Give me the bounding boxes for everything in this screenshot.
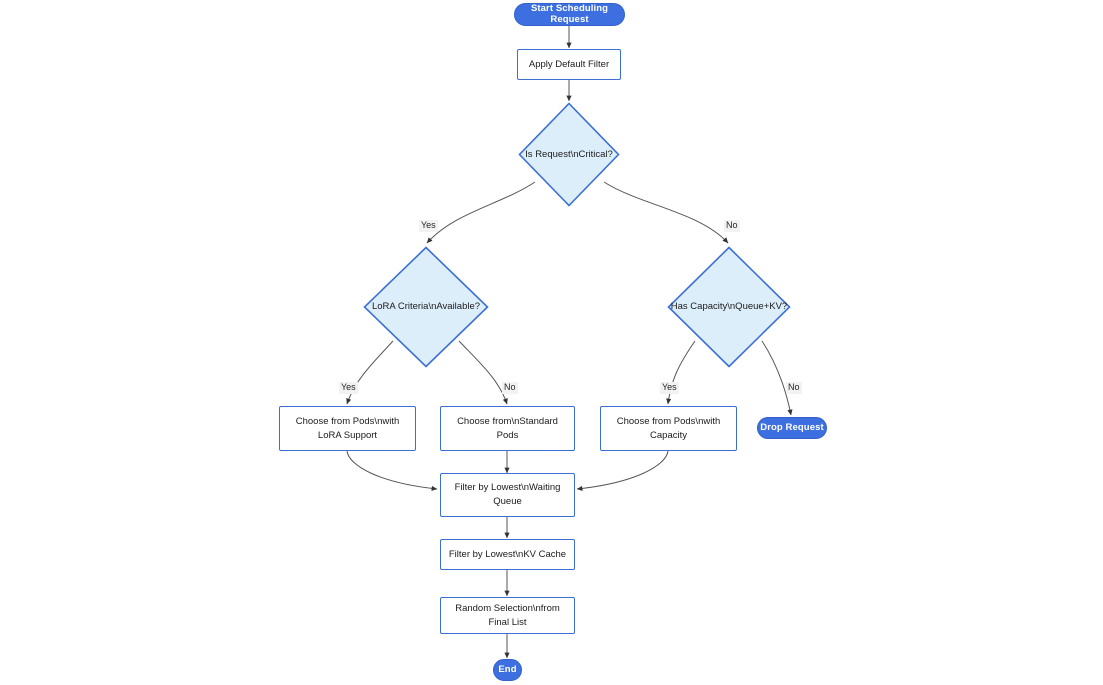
- edge-choose-lora-to-filter-queue: [346, 450, 438, 492]
- node-random-selection-line2: Final List: [488, 616, 527, 628]
- edge-critical-no-to-capacity: [603, 181, 729, 244]
- node-drop-request-label: Drop Request: [760, 421, 824, 433]
- edge-choose-capacity-to-filter-queue: [576, 450, 669, 492]
- node-random-selection[interactable]: Random Selection\nfrom Final List: [440, 597, 575, 634]
- node-lora-criteria-available[interactable]: LoRA Criteria\nAvailable?: [363, 246, 489, 368]
- node-choose-standard-pods[interactable]: Choose from\nStandard Pods: [440, 406, 575, 451]
- node-choose-lora-pods-line1: Choose from Pods\nwith: [295, 415, 400, 427]
- edge-label-lora-yes: Yes: [339, 382, 358, 394]
- node-end[interactable]: End: [493, 659, 522, 681]
- edge-label-lora-no: No: [502, 382, 518, 394]
- node-lora-criteria-available-label: LoRA Criteria\nAvailable?: [371, 301, 481, 313]
- node-start-label: Start Scheduling Request: [530, 3, 609, 25]
- node-choose-capacity-pods-line2: Capacity: [650, 429, 687, 441]
- node-has-capacity-label: Has Capacity\nQueue+KV?: [670, 301, 788, 313]
- node-filter-waiting-queue-line1: Filter by Lowest\nWaiting: [454, 482, 561, 494]
- node-filter-kv-cache-label: Filter by Lowest\nKV Cache: [448, 548, 567, 560]
- node-apply-default-filter-label: Apply Default Filter: [528, 58, 610, 70]
- node-has-capacity[interactable]: Has Capacity\nQueue+KV?: [667, 246, 791, 368]
- node-is-request-critical[interactable]: Is Request\nCritical?: [518, 102, 620, 207]
- node-choose-capacity-pods-line1: Choose from Pods\nwith: [616, 415, 721, 427]
- edge-label-capacity-no: No: [786, 382, 802, 394]
- node-drop-request[interactable]: Drop Request: [757, 417, 827, 439]
- diamond-shape: [667, 246, 791, 368]
- node-filter-waiting-queue-line2: Queue: [493, 496, 522, 507]
- edge-label-capacity-yes: Yes: [660, 382, 679, 394]
- edge-label-critical-no: No: [724, 220, 740, 232]
- node-end-label: End: [498, 663, 517, 675]
- node-choose-lora-pods-line2: LoRA Support: [317, 429, 378, 441]
- node-is-request-critical-label: Is Request\nCritical?: [525, 148, 613, 160]
- node-apply-default-filter[interactable]: Apply Default Filter: [517, 49, 621, 80]
- node-choose-standard-pods-line2: Pods: [496, 429, 519, 441]
- node-start[interactable]: Start Scheduling Request: [514, 3, 625, 26]
- diamond-shape: [363, 246, 489, 368]
- node-filter-kv-cache[interactable]: Filter by Lowest\nKV Cache: [440, 539, 575, 570]
- diamond-shape: [518, 102, 620, 207]
- node-filter-waiting-queue[interactable]: Filter by Lowest\nWaiting Queue: [440, 473, 575, 517]
- node-choose-standard-pods-line1: Choose from\nStandard: [457, 415, 558, 427]
- edge-label-critical-yes: Yes: [419, 220, 438, 232]
- node-choose-lora-pods[interactable]: Choose from Pods\nwith LoRA Support: [279, 406, 416, 451]
- node-random-selection-line1: Random Selection\nfrom: [455, 602, 560, 614]
- node-choose-capacity-pods[interactable]: Choose from Pods\nwith Capacity: [600, 406, 737, 451]
